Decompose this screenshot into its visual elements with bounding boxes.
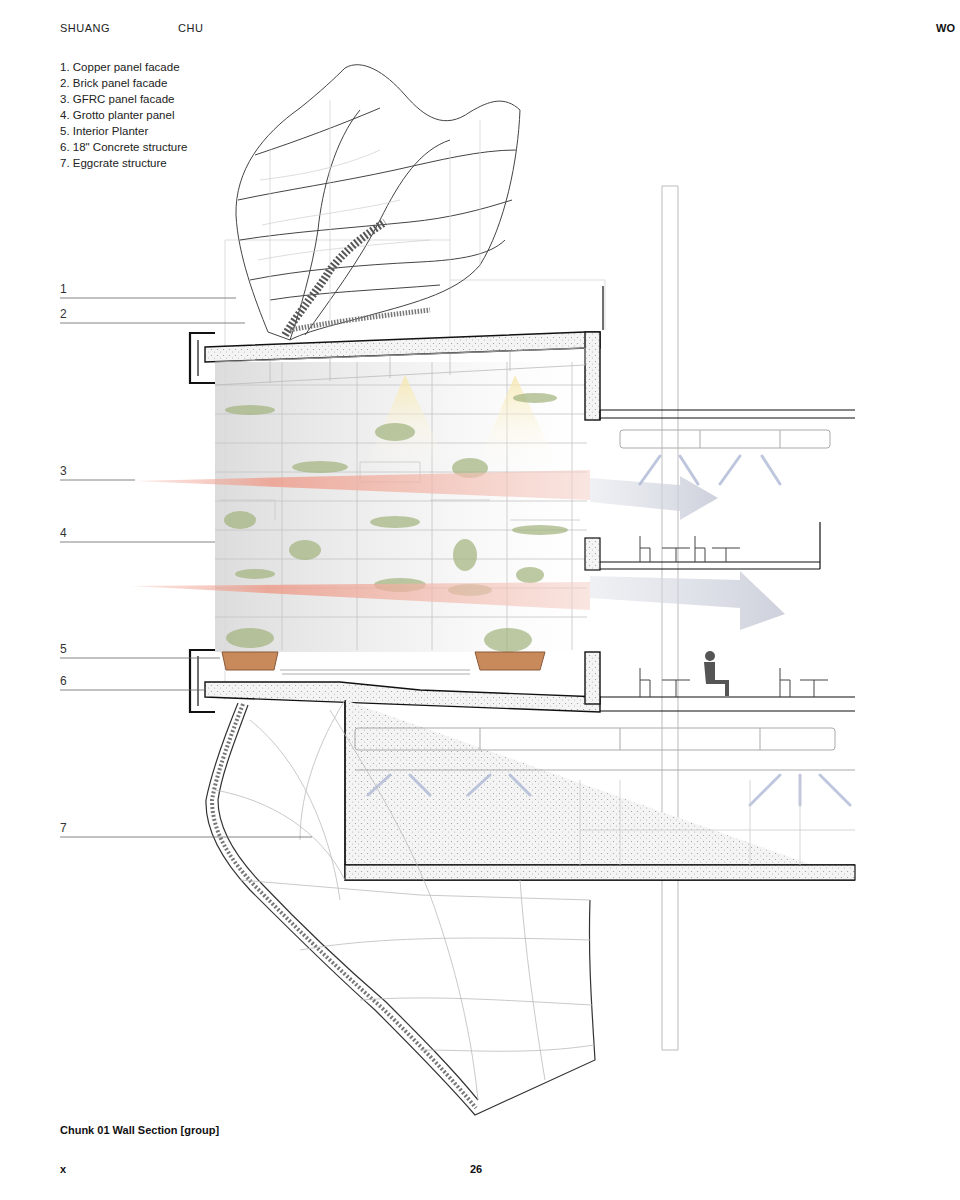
footer-text: x [60,1163,66,1176]
callout-number: 6 [60,674,67,688]
legend-item: 4. Grotto planter panel [60,109,174,123]
callout-number: 2 [60,307,67,321]
legend-item: 3. GFRC panel facade [60,93,174,107]
callout-number: 5 [60,642,67,656]
legend-item: 1. Copper panel facade [60,61,180,75]
callout-number: 7 [60,821,67,835]
callout-number: 4 [60,526,67,540]
callout-number: 3 [60,464,67,478]
page-number: 26 [470,1163,482,1176]
header-text: WO [936,22,955,35]
header-text: CHU [178,22,203,35]
legend-item: 7. Eggcrate structure [60,157,167,171]
callout-number: 1 [60,282,67,296]
figure-caption: Chunk 01 Wall Section [group] [60,1124,219,1137]
legend-item: 5. Interior Planter [60,125,148,139]
header-text: SHUANG [60,22,110,35]
legend-item: 6. 18" Concrete structure [60,141,187,155]
legend-item: 2. Brick panel facade [60,77,167,91]
